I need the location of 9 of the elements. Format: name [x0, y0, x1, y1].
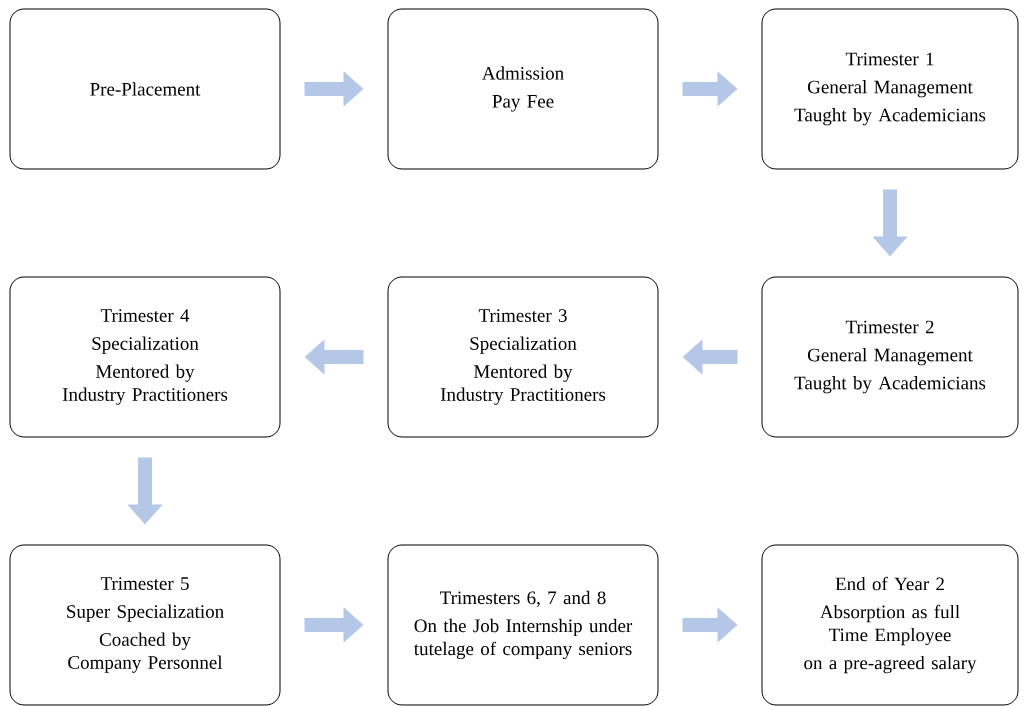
process-box: Trimester 1 General Management Taught by Academicians: [761, 8, 1019, 170]
process-box: Pre-Placement: [9, 8, 281, 170]
process-box: Admission Pay Fee: [387, 8, 659, 170]
process-box: Trimester 2 General Management Taught by Academicians: [761, 276, 1019, 438]
process-box: End of Year 2 Absorption as full Time Employee on a pre-agreed salary: [761, 544, 1019, 706]
process-box: Trimester 5 Super Specialization Coached by Company Personnel: [9, 544, 281, 706]
process-box: Trimester 4 Specialization Mentored by Industry Practitioners: [9, 276, 281, 438]
process-box: Trimesters 6, 7 and 8 On the Job Internship under tutelage of company seniors: [387, 544, 659, 706]
process-box: Trimester 3 Specialization Mentored by Industry Practitioners: [387, 276, 659, 438]
